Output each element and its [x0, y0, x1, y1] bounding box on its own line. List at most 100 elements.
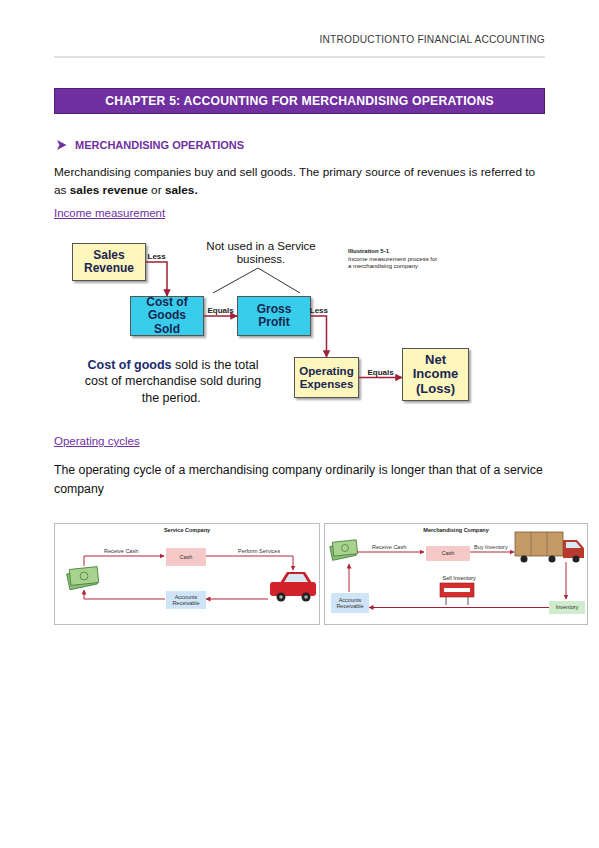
cycle-arrow — [84, 556, 164, 566]
flow-connector — [359, 377, 402, 379]
car-icon — [279, 595, 283, 599]
bullet-arrow — [57, 140, 67, 150]
box-label: Sales Revenue — [77, 249, 141, 275]
money-icon — [330, 540, 358, 561]
account-box: Cash — [166, 548, 206, 566]
sale-sign — [440, 583, 474, 597]
flow-connector — [146, 262, 167, 296]
money-icon — [67, 567, 99, 590]
connector-label: Equals — [208, 306, 234, 315]
truck-icon — [521, 556, 528, 563]
summary-box: Cost of Goods Sold — [130, 296, 204, 336]
summary-box: Operating Expenses — [294, 357, 359, 398]
key-term: sales. — [165, 181, 198, 199]
cycle-arrow — [349, 564, 350, 592]
box-label: Operating Expenses — [299, 365, 354, 390]
car-icon — [280, 572, 312, 583]
definition-note: Cost of goodssold is the total cost of m… — [78, 357, 268, 406]
panel-heading: Merchandising Company — [325, 524, 587, 533]
subheading: Operating cycles — [54, 435, 140, 449]
section-heading: MERCHANDISING OPERATIONS — [75, 139, 244, 152]
body-text: or — [151, 181, 162, 199]
account-box: Accounts Receivable — [166, 591, 206, 609]
flow-label: Receive Cash — [372, 544, 406, 551]
box-label: Cash — [442, 550, 455, 556]
cycle-arrow — [566, 562, 567, 599]
summary-box: Sales Revenue — [72, 243, 146, 281]
connector-label: Sell Inventory — [443, 575, 476, 581]
box-label: Cash — [180, 554, 193, 560]
cycle-arrow — [84, 590, 165, 599]
connector-label: Less — [310, 306, 328, 315]
chapter-title: CHAPTER 5: ACCOUNTING FOR MERCHANDISING … — [105, 94, 494, 108]
money-icon — [330, 542, 356, 561]
running-header: INTRODUCTIONTO FINANCIAL ACCOUNTING — [300, 34, 545, 46]
bullet-arrow — [57, 140, 67, 150]
car-icon — [270, 582, 316, 596]
truck-icon — [563, 540, 584, 558]
truck-icon — [549, 556, 556, 563]
callout-bracket — [213, 268, 300, 293]
flow-connector — [369, 607, 549, 608]
money-icon — [80, 572, 88, 580]
connector-label: Less — [148, 252, 166, 261]
key-term: Cost of goods — [88, 357, 172, 373]
flow-label: Receive Cash — [104, 548, 138, 555]
result-box: Net Income (Loss) — [402, 348, 469, 401]
account-box: Accounts Receivable — [331, 593, 369, 613]
cycle-arrow — [205, 556, 293, 570]
connector-label: Equals — [368, 368, 394, 377]
money-icon — [332, 540, 357, 556]
cycle-arrow — [469, 552, 514, 553]
money-icon — [342, 545, 349, 552]
paragraph: Merchandising companies buy and sell goo… — [54, 163, 549, 200]
header-rule — [54, 57, 545, 58]
flow-label: Perform Services — [238, 548, 280, 555]
truck-icon — [547, 532, 548, 556]
car-icon — [270, 572, 316, 602]
sale-sign — [446, 596, 447, 605]
flow-connector — [204, 315, 237, 317]
cycle-panel: Merchandising CompanyCashInventory Accoun… — [324, 523, 588, 625]
callout-note: Not used in a Service business. — [203, 240, 319, 265]
box-label: Accounts Receivable — [332, 597, 368, 609]
subheading: Income measurement — [54, 207, 165, 221]
box-label: Cost of Goods Sold — [135, 296, 199, 336]
box-label: Inventory — [556, 604, 579, 610]
truck-icon — [531, 532, 532, 556]
account-box: Cash — [426, 546, 470, 561]
money-icon — [67, 568, 98, 589]
box-label: Accounts Receivable — [167, 594, 205, 606]
paragraph: The operating cycle of a merchandising c… — [54, 461, 546, 499]
sale-sign — [440, 583, 474, 605]
flow-label: Buy Inventory — [474, 544, 508, 551]
sale-sign — [444, 588, 470, 592]
box-label: Gross Profit — [242, 303, 306, 329]
figure-caption: Income measurement process for a merchan… — [348, 256, 438, 270]
truck-icon — [566, 542, 581, 548]
cycle-arrow — [206, 599, 268, 600]
title-band: CHAPTER 5: ACCOUNTING FOR MERCHANDISING … — [54, 88, 545, 114]
car-icon — [277, 593, 286, 602]
car-icon — [304, 595, 308, 599]
key-term: sales revenue — [70, 181, 148, 199]
sale-sign — [468, 596, 469, 605]
money-icon — [69, 567, 99, 586]
truck-icon — [515, 532, 584, 563]
figure-number: Illustration 5-1 — [348, 248, 448, 255]
box-label: Net Income (Loss) — [407, 353, 464, 396]
flow-connector — [311, 316, 327, 357]
summary-box: Gross Profit — [237, 296, 311, 336]
car-icon — [284, 574, 308, 582]
cycle-panel: Service CompanyCashAccounts Receivable — [54, 523, 320, 625]
callout-bracket — [213, 268, 300, 293]
account-box: Inventory — [549, 601, 585, 614]
truck-icon — [573, 556, 580, 563]
panel-heading: Service Company — [55, 524, 319, 533]
car-icon — [302, 593, 311, 602]
header-rule — [54, 57, 545, 58]
truck-icon — [515, 532, 563, 556]
